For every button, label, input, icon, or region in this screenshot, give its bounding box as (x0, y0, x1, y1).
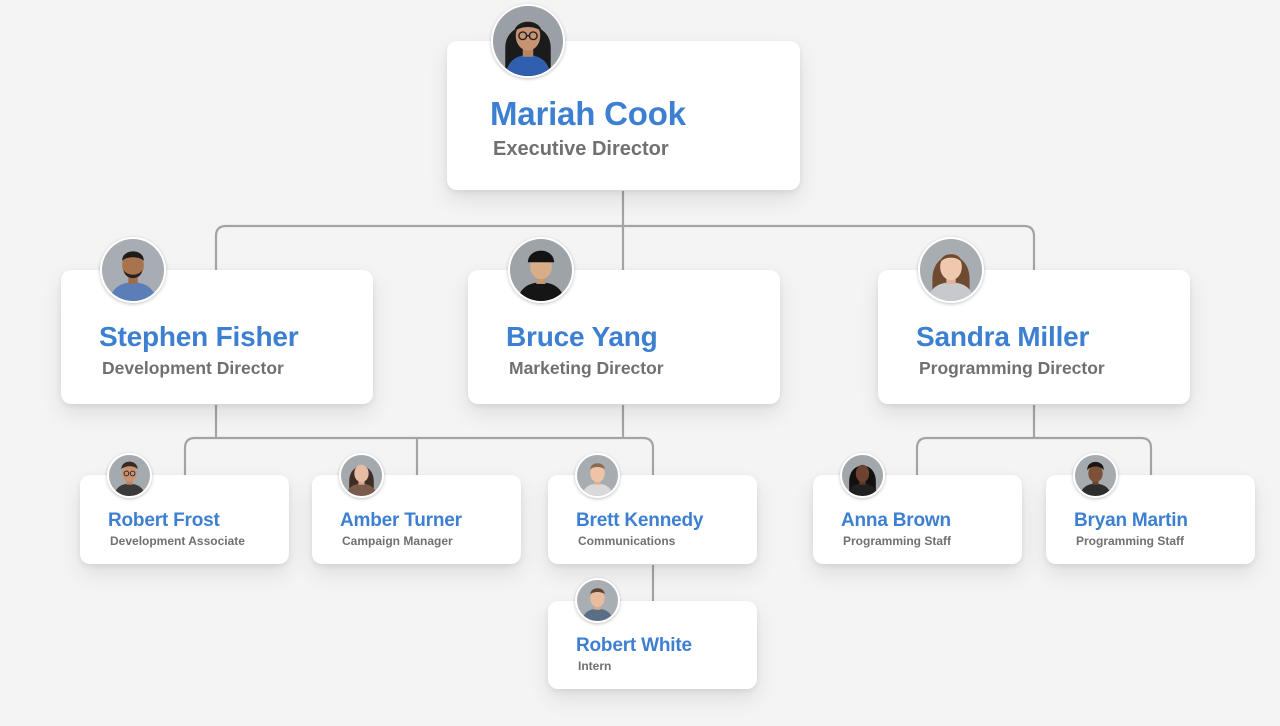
person-name: Robert White (576, 635, 692, 656)
person-name: Robert Frost (108, 510, 220, 531)
person-portrait-icon (577, 580, 618, 621)
avatar-bruce-yang (508, 237, 574, 303)
avatar-robert-frost (107, 453, 152, 498)
avatar-bryan-martin (1073, 453, 1118, 498)
person-role: Development Associate (110, 534, 245, 548)
person-portrait-icon (109, 455, 150, 496)
avatar-brett-kennedy (575, 453, 620, 498)
connector-directors-bus (214, 224, 1036, 270)
avatar-anna-brown (840, 453, 885, 498)
person-role: Programming Staff (1076, 534, 1185, 548)
person-role: Executive Director (493, 138, 669, 160)
person-role: Development Director (102, 358, 284, 378)
person-name: Amber Turner (340, 510, 462, 531)
person-portrait-icon (510, 239, 572, 301)
person-role: Intern (578, 659, 612, 673)
avatar-robert-white (575, 578, 620, 623)
person-name: Sandra Miller (916, 321, 1090, 352)
org-card-mariah-cook[interactable]: Mariah Cook Executive Director (447, 41, 800, 190)
person-name: Anna Brown (841, 510, 951, 531)
person-name: Brett Kennedy (576, 510, 704, 531)
avatar-amber-turner (339, 453, 384, 498)
person-role: Communications (578, 534, 676, 548)
avatar-stephen-fisher (100, 237, 166, 303)
connector-programming-bus (915, 436, 1153, 475)
person-portrait-icon (920, 239, 982, 301)
person-portrait-icon (1075, 455, 1116, 496)
person-role: Programming Staff (843, 534, 952, 548)
person-portrait-icon (842, 455, 883, 496)
avatar-mariah-cook (491, 4, 565, 78)
person-name: Bryan Martin (1074, 510, 1188, 531)
person-name: Stephen Fisher (99, 321, 299, 352)
person-portrait-icon (341, 455, 382, 496)
person-portrait-icon (577, 455, 618, 496)
person-name: Bruce Yang (506, 321, 658, 352)
person-role: Marketing Director (509, 358, 664, 378)
person-role: Programming Director (919, 358, 1105, 378)
connector-associates-bus (183, 436, 655, 475)
person-role: Campaign Manager (342, 534, 453, 548)
person-portrait-icon (102, 239, 164, 301)
person-portrait-icon (493, 6, 563, 76)
avatar-sandra-miller (918, 237, 984, 303)
person-name: Mariah Cook (490, 95, 686, 132)
